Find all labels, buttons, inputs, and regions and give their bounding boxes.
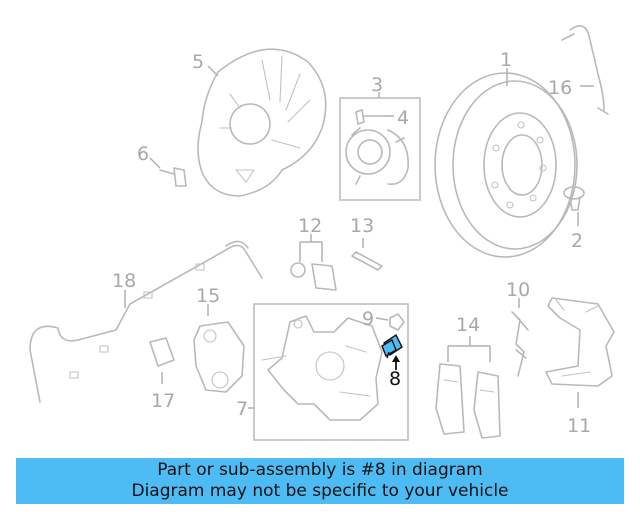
part-4-hub-bolt[interactable] <box>355 109 394 125</box>
callout-7: 7 <box>236 398 248 420</box>
callout-14: 14 <box>456 314 480 336</box>
part-1-brake-rotor[interactable] <box>434 68 578 258</box>
part-12-guide-pin-kit[interactable] <box>290 234 337 291</box>
callout-15: 15 <box>196 285 220 307</box>
callout-17: 17 <box>151 390 175 412</box>
callout-10: 10 <box>506 279 530 301</box>
callout-16: 16 <box>548 77 572 99</box>
part-13-guide-pin[interactable] <box>351 238 383 271</box>
callout-6: 6 <box>137 143 149 165</box>
part-18-wheel-speed-sensor[interactable] <box>29 240 263 403</box>
part-8-bleeder-screw[interactable] <box>381 333 403 370</box>
part-7-brake-caliper[interactable] <box>248 303 409 441</box>
banner-part-line: Part or sub-assembly is #8 in diagram <box>157 460 483 480</box>
banner-disclaimer-line: Diagram may not be specific to your vehi… <box>131 481 509 501</box>
part-2-rotor-screw[interactable] <box>563 186 585 226</box>
callout-4: 4 <box>397 107 409 129</box>
callout-12: 12 <box>298 215 322 237</box>
part-17-sensor-clip[interactable] <box>149 337 175 384</box>
callout-2: 2 <box>571 230 583 252</box>
part-15-parking-brake-motor[interactable] <box>193 304 245 393</box>
part-6-shield-bolt[interactable] <box>149 157 187 187</box>
callout-9: 9 <box>362 308 374 330</box>
part-11-caliper-bracket[interactable] <box>545 297 615 408</box>
callout-11: 11 <box>567 415 591 437</box>
part-3-hub-bearing-assembly[interactable] <box>339 92 421 201</box>
part-14-brake-pads[interactable] <box>435 336 501 439</box>
callout-8: 8 <box>389 368 401 390</box>
part-10-anti-rattle-spring[interactable] <box>511 298 529 377</box>
callout-18: 18 <box>112 270 136 292</box>
callout-1: 1 <box>500 49 512 71</box>
part-16-brake-hose[interactable] <box>561 24 609 115</box>
part-5-splash-shield[interactable] <box>197 48 327 197</box>
part-9-bleeder-cap[interactable] <box>375 313 405 331</box>
brake-parts-diagram: 1 2 3 4 5 6 <box>29 24 615 441</box>
callout-3: 3 <box>371 74 383 96</box>
info-banner: Part or sub-assembly is #8 in diagram Di… <box>16 458 624 504</box>
callout-13: 13 <box>350 215 374 237</box>
callout-5: 5 <box>192 51 204 73</box>
